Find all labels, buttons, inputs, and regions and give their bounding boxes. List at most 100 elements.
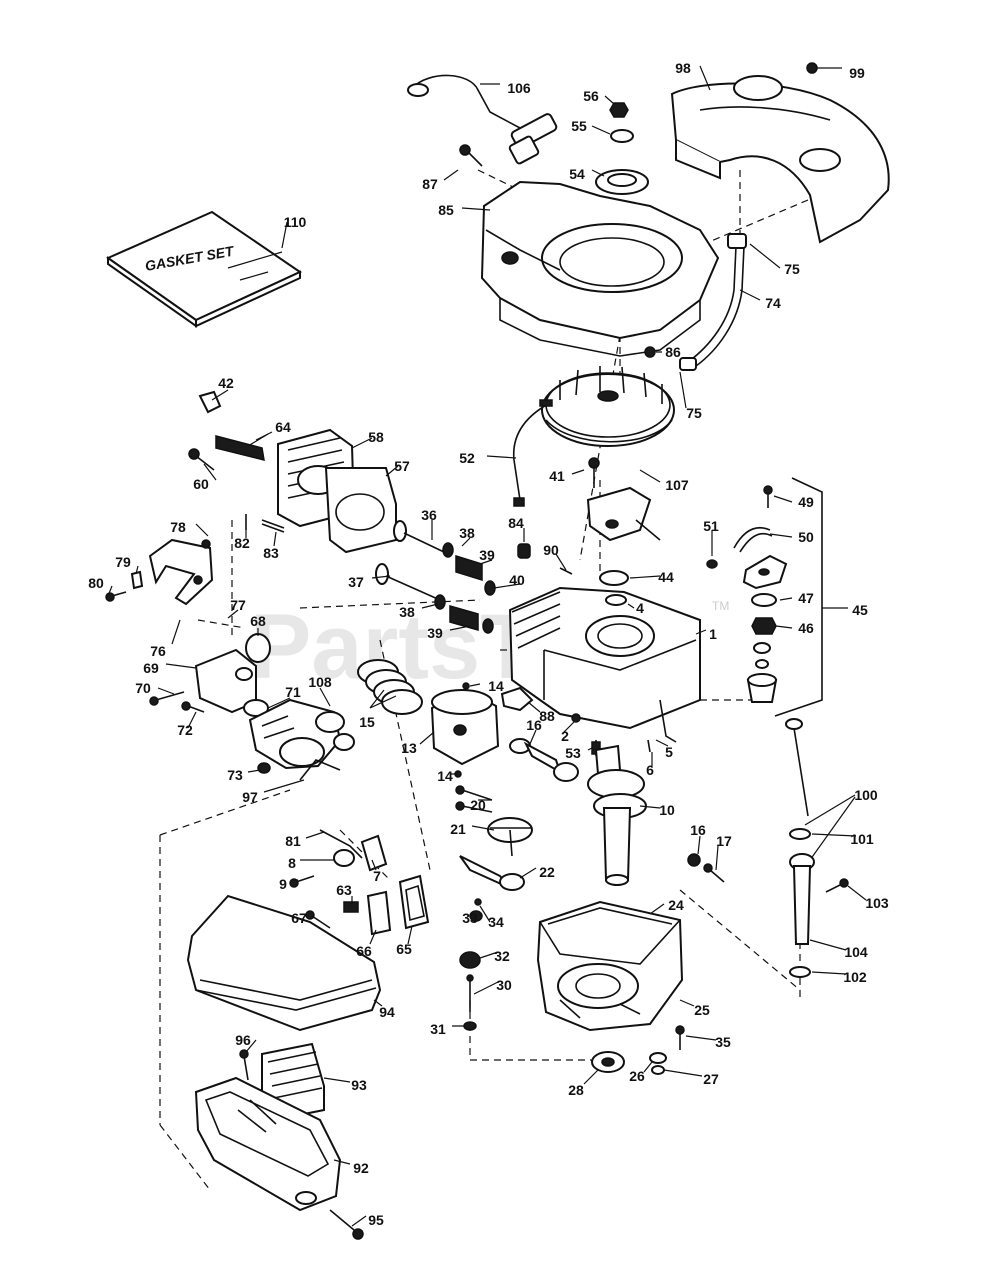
part-label-7: 7 <box>373 868 381 884</box>
part-label-83: 83 <box>263 545 279 561</box>
gasket-24 <box>547 907 673 925</box>
piston-13 <box>430 689 500 766</box>
part-label-44: 44 <box>658 569 674 585</box>
screw-9 <box>289 875 315 888</box>
part-label-75: 75 <box>784 261 800 277</box>
part-label-87: 87 <box>422 176 438 192</box>
part-label-27: 27 <box>703 1071 719 1087</box>
screw-95 <box>329 1209 364 1240</box>
seal-102 <box>789 966 811 978</box>
governor-22 <box>459 855 525 891</box>
part-label-22: 22 <box>539 864 555 880</box>
part-label-90: 90 <box>543 542 559 558</box>
seal-6 <box>647 739 651 753</box>
tube-50 <box>733 526 773 553</box>
part-label-26: 26 <box>629 1068 645 1084</box>
plate-66 <box>366 890 392 936</box>
part-label-56: 56 <box>583 88 599 104</box>
part-label-31: 31 <box>430 1021 446 1037</box>
part-label-101: 101 <box>850 831 874 847</box>
screw-60 <box>188 448 215 471</box>
part-label-72: 72 <box>177 722 193 738</box>
part-label-36: 36 <box>421 507 437 523</box>
clip-79 <box>130 570 144 590</box>
air-cleaner-cover-94 <box>186 894 382 1032</box>
screw-67 <box>305 910 331 929</box>
part-label-76: 76 <box>150 643 166 659</box>
part-label-98: 98 <box>675 60 691 76</box>
part-label-81: 81 <box>285 833 301 849</box>
part-label-46: 46 <box>798 620 814 636</box>
part-label-92: 92 <box>353 1160 369 1176</box>
part-label-104: 104 <box>844 944 868 960</box>
part-label-86: 86 <box>665 344 681 360</box>
part-label-5: 5 <box>665 744 673 760</box>
dowel-2 <box>571 713 581 723</box>
tappet-84 <box>517 543 531 559</box>
part-label-38: 38 <box>399 604 415 620</box>
part-34 <box>474 898 482 906</box>
screw-96 <box>239 1049 249 1081</box>
part-45c <box>755 659 769 669</box>
part-label-82: 82 <box>234 535 250 551</box>
sump-25 <box>536 900 684 1032</box>
part-label-14: 14 <box>437 768 453 784</box>
part-label-41: 41 <box>549 468 565 484</box>
part-label-32: 32 <box>494 948 510 964</box>
gasket-68 <box>245 633 271 663</box>
part-label-53: 53 <box>565 745 581 761</box>
part-label-94: 94 <box>379 1004 395 1020</box>
part-label-78: 78 <box>170 519 186 535</box>
part-label-88: 88 <box>539 708 555 724</box>
part-90 <box>559 567 573 575</box>
pin-clip-14a <box>462 682 470 690</box>
governor-link-97 <box>299 759 341 781</box>
part-16b <box>687 853 701 867</box>
gasket-carb <box>333 733 355 751</box>
clip-86 <box>644 346 656 358</box>
retainer-40a <box>484 580 496 596</box>
washer-55 <box>610 129 634 143</box>
seal-44 <box>599 570 629 586</box>
part-label-99: 99 <box>849 65 865 81</box>
part-label-50: 50 <box>798 529 814 545</box>
part-label-6: 6 <box>646 762 654 778</box>
piston-rings-15 <box>357 659 423 715</box>
bracket-77-78 <box>148 538 214 606</box>
part-label-65: 65 <box>396 941 412 957</box>
part-label-52: 52 <box>459 450 475 466</box>
valve-spring-39b <box>449 605 479 631</box>
bracket-45a <box>742 554 788 590</box>
fill-tube-104 <box>789 853 815 945</box>
cylinder-block-1 <box>508 586 701 743</box>
part-63 <box>343 901 359 913</box>
part-label-9: 9 <box>279 876 287 892</box>
part-label-84: 84 <box>508 515 524 531</box>
spark-plug-wire-106 <box>407 74 558 165</box>
ignition-armature <box>586 486 661 542</box>
washer-26 <box>649 1052 667 1064</box>
watermark-tm: TM <box>712 599 729 613</box>
part-label-93: 93 <box>351 1077 367 1093</box>
screw-72 <box>181 701 205 713</box>
part-label-51: 51 <box>703 518 719 534</box>
part-label-35: 35 <box>715 1034 731 1050</box>
part-33 <box>469 910 483 922</box>
seal-28 <box>591 1051 625 1073</box>
part-label-103: 103 <box>865 895 889 911</box>
parts-82-83 <box>245 514 285 533</box>
part-label-102: 102 <box>843 969 867 985</box>
valve-spring-39a <box>455 554 483 582</box>
starter-cup-54 <box>595 169 649 195</box>
part-label-74: 74 <box>765 295 781 311</box>
part-label-15: 15 <box>359 714 375 730</box>
nut-56 <box>609 102 629 118</box>
part-label-106: 106 <box>507 80 531 96</box>
part-label-45: 45 <box>852 602 868 618</box>
part-label-21: 21 <box>450 821 466 837</box>
blower-housing-85 <box>480 180 720 357</box>
part-label-1: 1 <box>709 626 717 642</box>
part-label-68: 68 <box>250 613 266 629</box>
part-label-63: 63 <box>336 882 352 898</box>
camshaft-gear-21 <box>487 817 533 857</box>
